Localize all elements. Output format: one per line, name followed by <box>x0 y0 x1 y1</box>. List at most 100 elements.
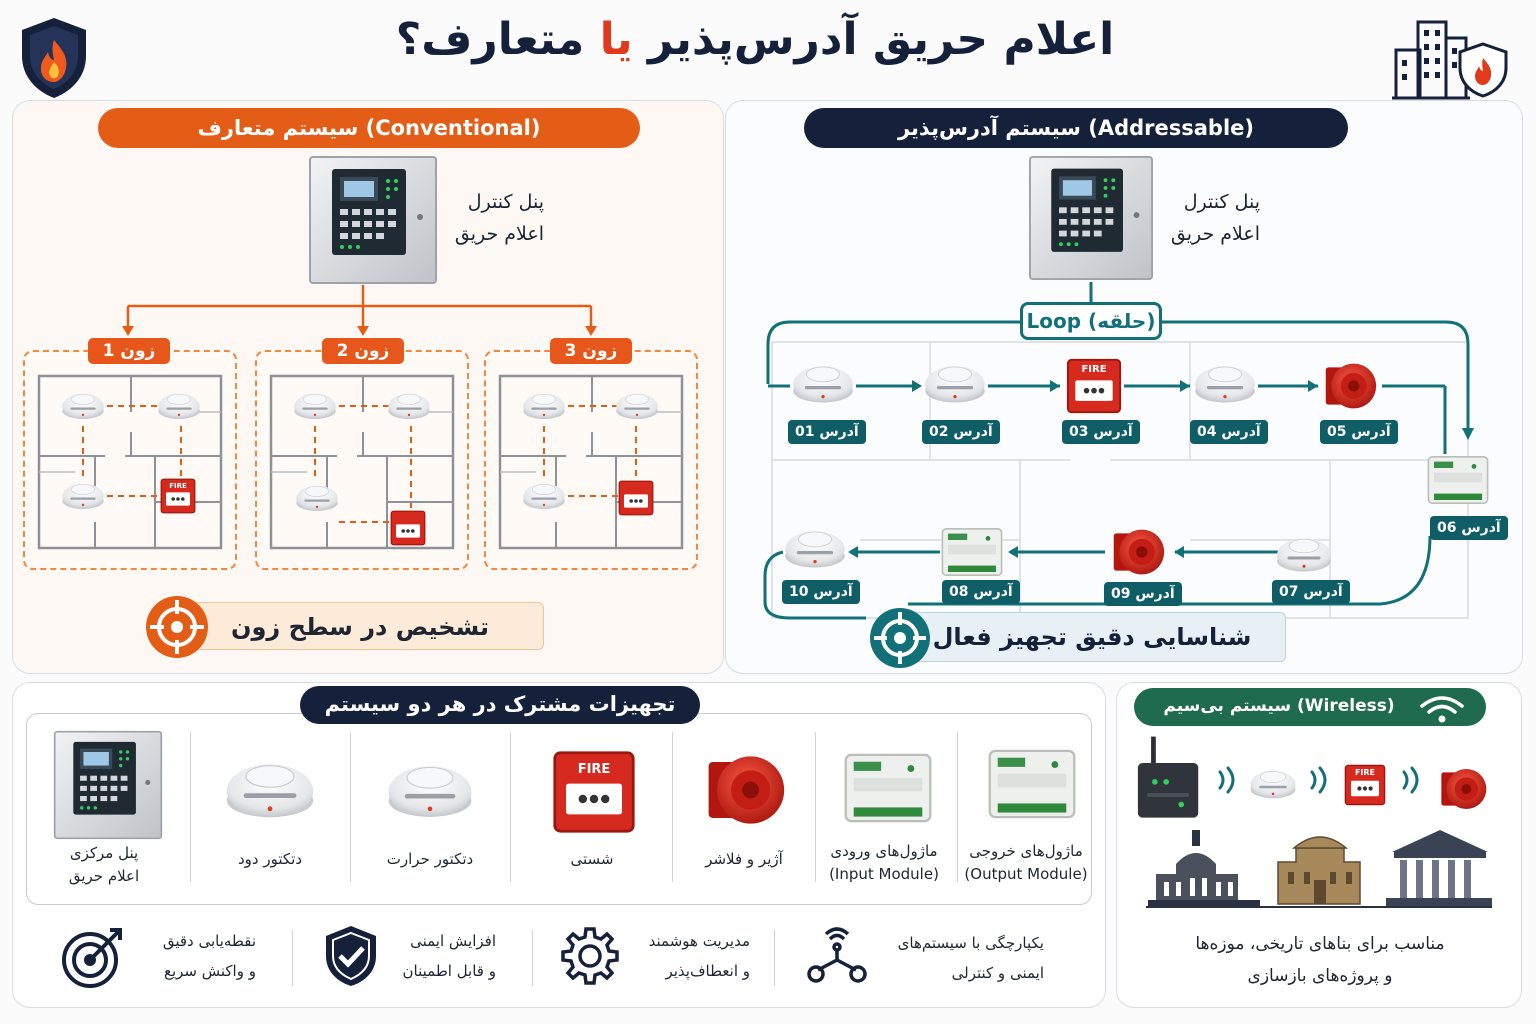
smoke-detector-icon <box>922 355 988 407</box>
smoke-detector-icon <box>1192 355 1258 407</box>
title-part2: متعارف؟ <box>395 14 585 65</box>
equipment-label-siren: آژیر و فلاشر <box>664 848 824 871</box>
fire-label: FIRE <box>1081 364 1107 375</box>
zone-3-tag: زون 3 <box>550 338 632 364</box>
page-title: اعلام حریق آدرس‌پذیر یا متعارف؟ <box>340 14 1170 84</box>
exact-device-identification-label: شناسایی دقیق تجهیز فعال <box>898 612 1286 662</box>
equipment-label-heat: دتکتور حرارت <box>350 848 510 871</box>
conventional-heading: سیستم متعارف (Conventional) <box>98 108 640 148</box>
benefit-line1: نقطه‌یابی دقیق <box>162 932 256 950</box>
siren-icon <box>1108 524 1168 580</box>
equipment-label-line1: دتکتور حرارت <box>386 850 474 868</box>
siren-strobe-icon <box>700 748 790 832</box>
module-icon <box>940 524 1004 580</box>
divider <box>350 732 351 882</box>
address-01: آدرس 01 <box>788 420 866 444</box>
equipment-label-output-module: ماژول‌های خروجی (Output Module) <box>946 840 1106 886</box>
zone-2-wiring <box>314 405 412 523</box>
title-part1: اعلام حریق آدرس‌پذیر <box>648 14 1115 65</box>
divider <box>672 732 673 882</box>
smoke-detector-icon <box>782 520 848 572</box>
zone-1-tag: زون 1 <box>88 338 170 364</box>
equipment-label-line2: (Input Module) <box>829 865 939 883</box>
heat-detector-icon <box>384 742 476 832</box>
network-icon <box>807 927 867 983</box>
divider <box>774 930 775 986</box>
equipment-label-line1: ماژول‌های ورودی <box>830 842 938 860</box>
benefit-line2: و قابل اطمینان <box>402 962 496 980</box>
loop-lines <box>763 282 1474 620</box>
benefit-precise-location: نقطه‌یابی دقیق و واکنش سریع <box>130 926 256 986</box>
wifi-icon <box>1420 696 1464 723</box>
equipment-label-line1: آژیر و فلاشر <box>705 850 783 868</box>
benefit-integration: یکپارچگی با سیستم‌های ایمنی و کنترلی <box>868 928 1044 988</box>
conventional-panel-label-line2: اعلام حریق <box>454 223 544 245</box>
equipment-label-callpoint: شستی <box>512 848 672 871</box>
historic-buildings-illustration <box>1146 830 1492 908</box>
equipment-label-panel: پنل مرکزی اعلام حریق <box>24 842 184 888</box>
zone-1-wiring <box>82 405 182 497</box>
address-02: آدرس 02 <box>922 420 1000 444</box>
equipment-label-smoke: دتکتور دود <box>190 848 350 871</box>
addressable-panel-label: پنل کنترل اعلام حریق <box>1136 186 1260 250</box>
zone-2-tag: زون 2 <box>322 338 404 364</box>
siren-icon <box>1436 764 1490 814</box>
wireless-signal-icon <box>1310 766 1327 794</box>
addressable-heading: سیستم آدرس‌پذیر (Addressable) <box>804 108 1348 148</box>
smoke-detector-icon <box>790 355 856 407</box>
divider <box>957 732 958 882</box>
equipment-label-line1: شستی <box>570 850 614 868</box>
divider <box>292 930 293 986</box>
module-icon <box>1426 452 1490 508</box>
equipment-label-line1: ماژول‌های خروجی <box>969 842 1083 860</box>
title-highlight: یا <box>599 14 633 65</box>
gear-icon <box>561 927 619 985</box>
wireless-signal-icon <box>1402 766 1419 794</box>
divider <box>532 930 533 986</box>
benefit-line1: افزایش ایمنی <box>410 932 496 950</box>
address-05: آدرس 05 <box>1320 420 1398 444</box>
conventional-panel-label-line1: پنل کنترل <box>467 191 544 213</box>
benefit-line2: و انعطاف‌پذیر <box>665 962 750 980</box>
output-module-icon <box>986 744 1078 824</box>
conventional-panel-label: پنل کنترل اعلام حریق <box>420 186 544 250</box>
equipment-label-line1: دتکتور دود <box>237 850 303 868</box>
wireless-description: مناسب برای بناهای تاریخی، موزه‌ها و پروژ… <box>1130 928 1510 992</box>
divider <box>815 732 816 882</box>
benefit-safety: افزایش ایمنی و قابل اطمینان <box>384 926 496 986</box>
crosshair-icon <box>146 596 208 658</box>
benefit-line2: و واکنش سریع <box>164 962 256 980</box>
divider <box>190 732 191 882</box>
smoke-detector-icon <box>222 748 318 824</box>
address-08: آدرس 08 <box>942 580 1020 604</box>
crosshair-icon <box>870 608 930 668</box>
address-07: آدرس 07 <box>1272 580 1350 604</box>
smoke-detector-icon <box>1248 762 1298 802</box>
wireless-signal-icon <box>1218 766 1235 794</box>
building-fire-icon <box>1390 16 1510 102</box>
address-06: آدرس 06 <box>1430 516 1508 540</box>
fire-label: FIRE <box>169 482 187 490</box>
benefit-line2: ایمنی و کنترلی <box>951 964 1044 982</box>
equipment-label-input-module: ماژول‌های ورودی (Input Module) <box>804 840 964 886</box>
zone-3-wiring <box>543 405 637 497</box>
benefit-smart-management: مدیریت هوشمند و انعطاف‌پذیر <box>622 926 750 986</box>
address-10: آدرس 10 <box>782 580 860 604</box>
benefit-line1: یکپارچگی با سیستم‌های <box>897 934 1044 952</box>
common-heading: تجهیزات مشترک در هر دو سیستم <box>300 686 700 724</box>
wireless-description-line2: و پروژه‌های بازسازی <box>1247 966 1393 986</box>
benefit-line1: مدیریت هوشمند <box>648 932 750 950</box>
siren-icon <box>1320 358 1380 414</box>
wireless-heading: سیستم بی‌سیم (Wireless) <box>1134 688 1486 726</box>
equipment-label-line1: پنل مرکزی <box>69 844 139 862</box>
equipment-label-line2: (Output Module) <box>964 865 1088 883</box>
target-icon <box>62 928 122 988</box>
loop-label: Loop (حلقه) <box>1020 302 1162 340</box>
address-04: آدرس 04 <box>1190 420 1268 444</box>
fire-label: FIRE <box>577 762 611 777</box>
divider <box>510 732 511 882</box>
address-09: آدرس 09 <box>1104 582 1182 606</box>
zone-level-detection-label: تشخیص در سطح زون <box>176 602 544 650</box>
smoke-detector-icon <box>1274 528 1334 576</box>
shield-check-icon <box>326 926 376 986</box>
